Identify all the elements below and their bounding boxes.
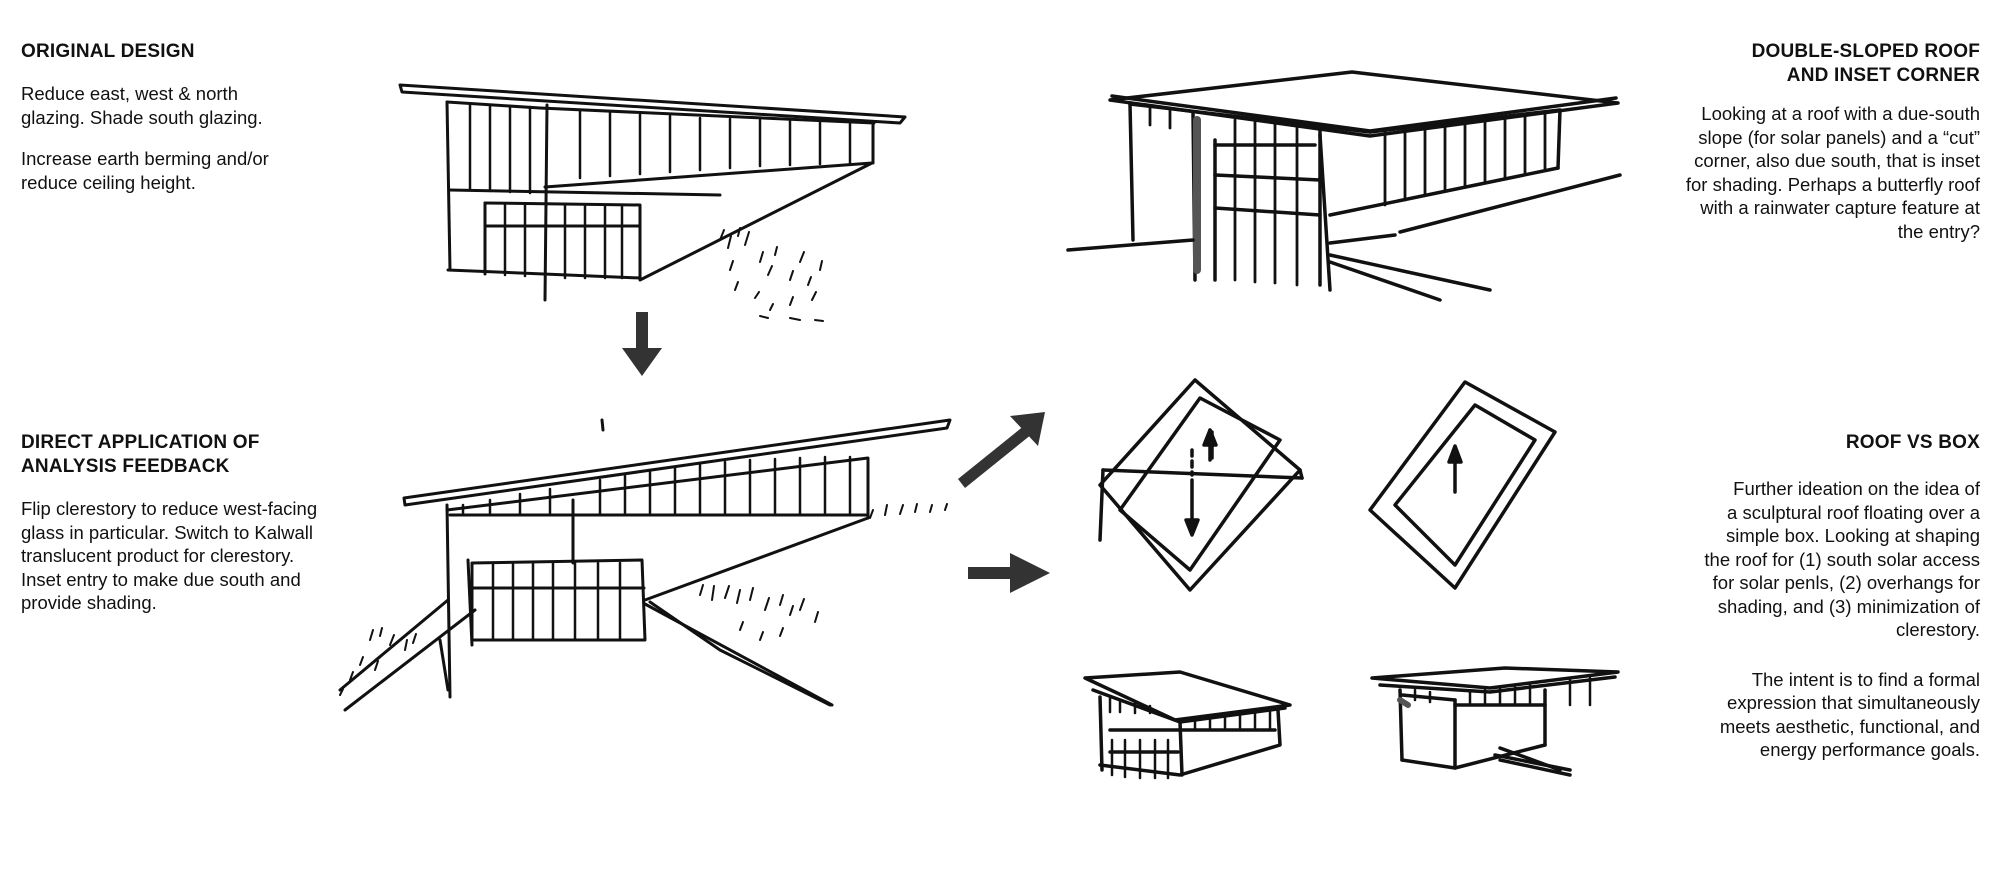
roof-vs-box-heading: ROOF VS BOX <box>1845 432 1980 453</box>
right-arrow-icon <box>968 553 1050 593</box>
diagonal-arrow-icon <box>958 412 1045 488</box>
roof-plan-sketch-right <box>1368 380 1557 590</box>
original-design-sketch <box>398 83 907 322</box>
double-sloped-roof-sketch <box>1066 70 1622 302</box>
down-arrow-icon <box>622 312 662 376</box>
roof-vs-box-section: ROOF VS BOX Further ideation on the idea… <box>1630 431 1980 762</box>
original-design-section: ORIGINAL DESIGN Reduce east, west & nort… <box>21 40 351 194</box>
double-sloped-roof-text: Looking at a roof with a due-south slope… <box>1685 103 1980 242</box>
direct-application-text: Flip clerestory to reduce west-facing gl… <box>21 498 318 613</box>
direct-application-sketch <box>338 418 952 712</box>
original-design-heading: ORIGINAL DESIGN <box>21 41 195 62</box>
double-sloped-roof-heading: DOUBLE-SLOPED ROOF AND INSET CORNER <box>1751 41 1980 86</box>
original-design-text-1: Reduce east, west & north glazing. Shade… <box>21 83 263 128</box>
roof-vs-box-text-1: Further ideation on the idea of a sculpt… <box>1704 478 1980 640</box>
roof-vs-box-text-2: The intent is to find a formal expressio… <box>1719 668 1980 761</box>
small-box-sketch-left <box>1083 670 1292 780</box>
small-box-sketch-right <box>1370 666 1620 777</box>
original-design-text-2: Increase earth berming and/or reduce cei… <box>21 148 269 193</box>
direct-application-heading: DIRECT APPLICATION OF ANALYSIS FEEDBACK <box>21 432 260 477</box>
roof-plan-sketch-left <box>1098 378 1304 592</box>
direct-application-section: DIRECT APPLICATION OF ANALYSIS FEEDBACK … <box>21 431 381 615</box>
double-sloped-roof-section: DOUBLE-SLOPED ROOF AND INSET CORNER Look… <box>1630 40 1980 243</box>
